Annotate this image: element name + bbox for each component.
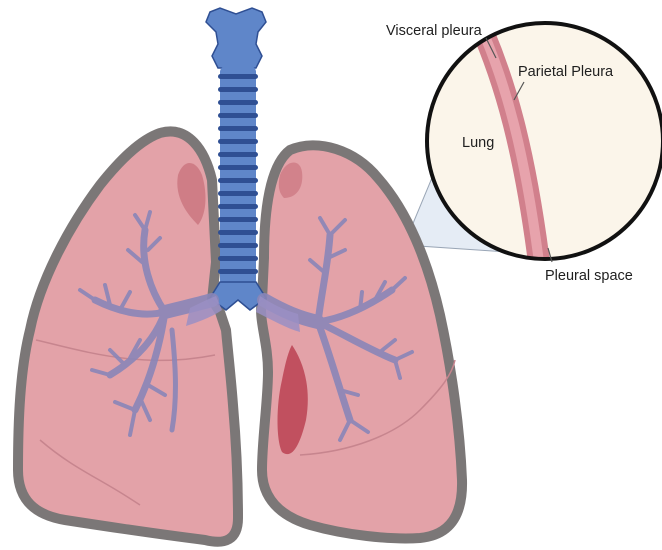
label-parietal-pleura: Parietal Pleura — [518, 64, 614, 80]
larynx — [206, 8, 266, 68]
label-visceral-pleura: Visceral pleura — [386, 23, 483, 39]
trachea-tube — [220, 66, 256, 286]
label-pleural-space: Pleural space — [545, 268, 633, 284]
left-lung — [18, 131, 238, 541]
label-lung: Lung — [462, 135, 494, 151]
